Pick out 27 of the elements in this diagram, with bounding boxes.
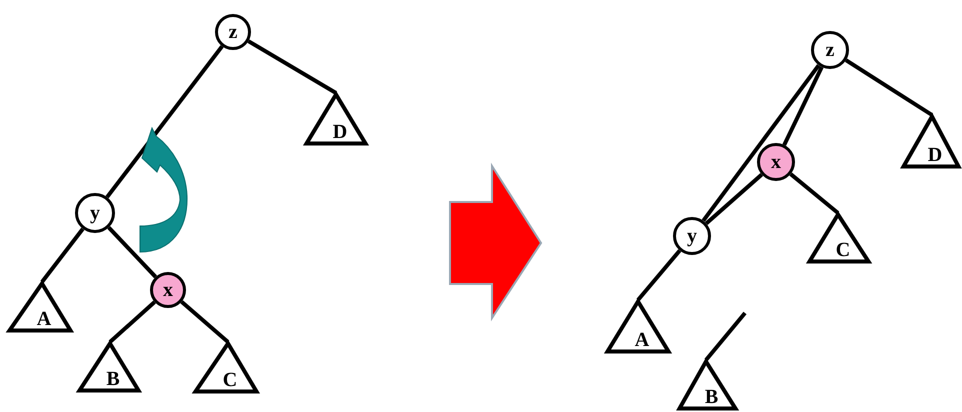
tree-node-circle: x: [150, 272, 186, 308]
tree-node-circle: z: [811, 31, 849, 69]
tree-edge: [704, 173, 764, 225]
subtree-triangle: A: [8, 282, 72, 332]
subtree-triangle: C: [808, 213, 870, 263]
subtree-triangle: B: [678, 360, 737, 410]
tree-edge: [844, 58, 934, 117]
tree-edge: [106, 45, 224, 198]
tree-edge: [107, 226, 158, 278]
dangling-edge: [704, 312, 747, 362]
tree-node-circle: x: [757, 143, 795, 181]
subtree-triangle: D: [305, 93, 367, 145]
tree-edge: [108, 300, 156, 344]
tree-node-circle: y: [673, 217, 711, 255]
subtree-triangle: B: [78, 342, 140, 392]
subtree-triangle: D: [902, 115, 960, 168]
tree-edge: [247, 39, 338, 95]
tree-node-circle: z: [215, 14, 251, 50]
tree-edge: [789, 172, 840, 215]
tree-node-circle: y: [75, 193, 115, 233]
tree-edge: [40, 228, 84, 284]
tree-edge: [782, 66, 824, 146]
tree-edge: [636, 249, 682, 302]
tree-edge: [702, 64, 820, 222]
tree-edge: [180, 300, 230, 344]
subtree-triangle: A: [606, 300, 670, 353]
subtree-triangle: C: [194, 342, 258, 393]
